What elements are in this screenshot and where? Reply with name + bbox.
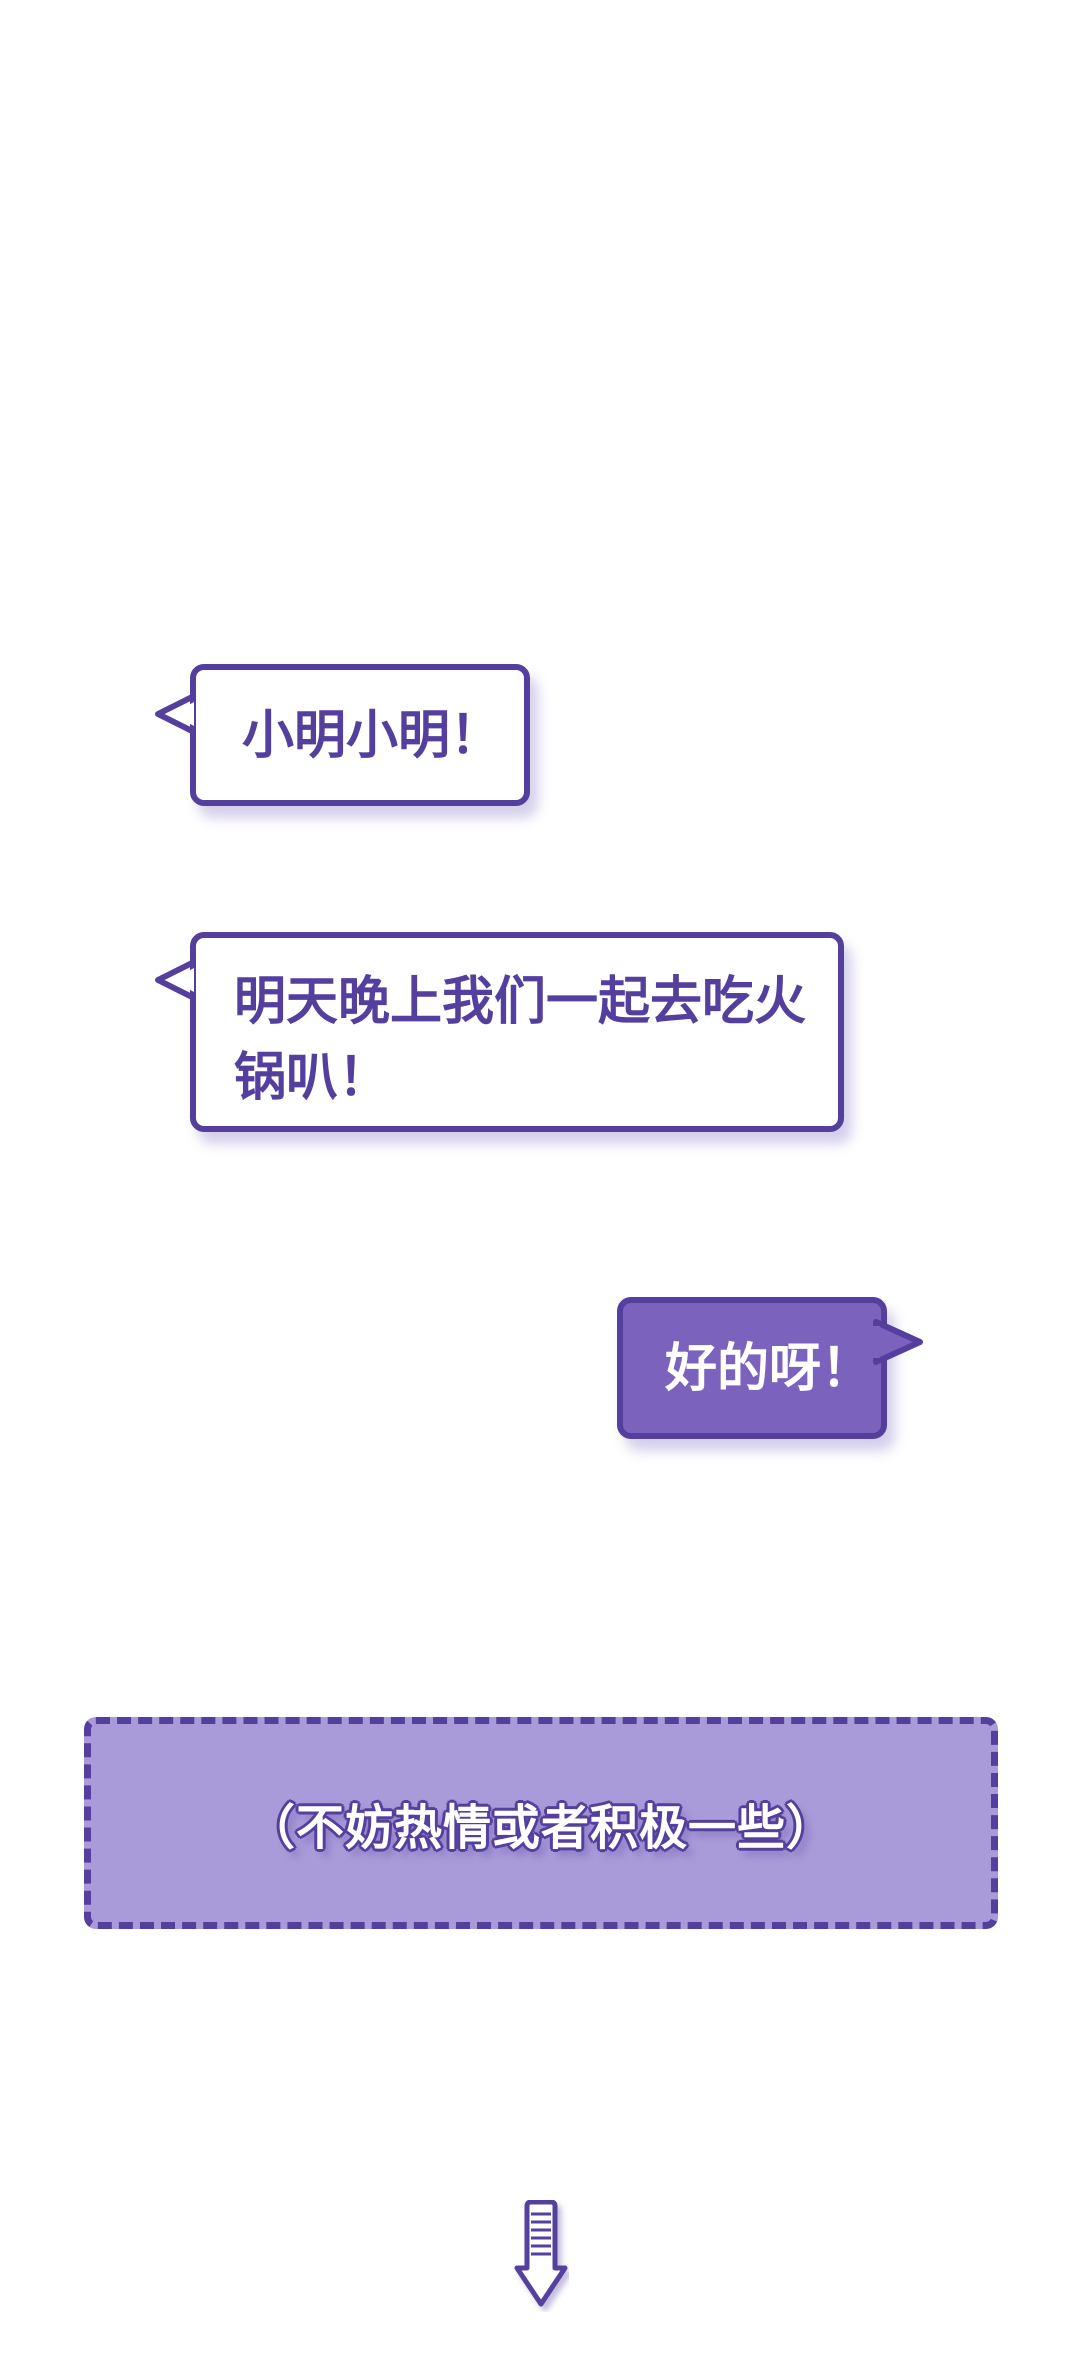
down-arrow-icon[interactable] — [513, 2200, 569, 2312]
message-text: 小明小明！ — [242, 706, 503, 766]
hint-box: （不妨热情或者积极一些） — [84, 1717, 998, 1929]
message-text: 明天晚上我们一起去吃火锅叭！ — [234, 972, 807, 1108]
message-text: 好的呀！ — [665, 1339, 874, 1399]
chat-bubble-incoming: 小明小明！ — [190, 664, 530, 806]
chat-bubble-outgoing: 好的呀！ — [617, 1297, 887, 1439]
bubble-tail-cover — [172, 702, 194, 726]
bubble-tail-right — [872, 1319, 923, 1365]
hint-text: （不妨热情或者积极一些） — [246, 1800, 835, 1856]
chat-bubble-incoming: 明天晚上我们一起去吃火锅叭！ — [190, 932, 844, 1132]
bubble-tail-cover — [172, 968, 194, 992]
